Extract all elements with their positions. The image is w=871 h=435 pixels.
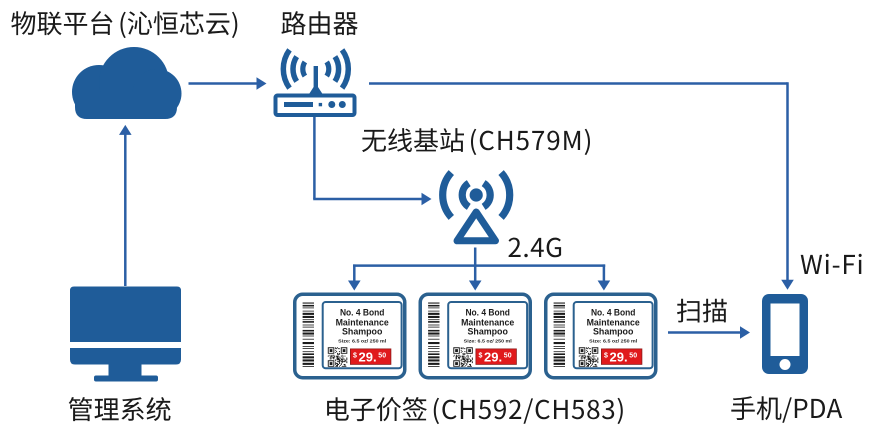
svg-text:Shampoo: Shampoo <box>342 326 383 337</box>
svg-text:29.: 29. <box>610 349 628 364</box>
svg-text:Size: 6.5 oz/ 250 ml: Size: 6.5 oz/ 250 ml <box>464 338 512 343</box>
svg-text:$: $ <box>479 353 483 360</box>
svg-text:$: $ <box>353 353 357 360</box>
svg-text:No. 4 Bond: No. 4 Bond <box>591 307 636 318</box>
svg-text:No. 4 Bond: No. 4 Bond <box>465 307 510 318</box>
svg-text:Size: 6.5 oz/ 250 ml: Size: 6.5 oz/ 250 ml <box>589 338 637 343</box>
svg-text:Shampoo: Shampoo <box>468 326 509 337</box>
svg-text:29.: 29. <box>359 349 377 364</box>
svg-text:50: 50 <box>504 352 512 359</box>
svg-text:$: $ <box>604 353 608 360</box>
svg-text:Size: 6.5 oz/ 250 ml: Size: 6.5 oz/ 250 ml <box>338 338 386 343</box>
svg-text:50: 50 <box>378 352 386 359</box>
svg-text:Shampoo: Shampoo <box>593 326 634 337</box>
svg-text:Maintenance: Maintenance <box>336 316 389 327</box>
svg-text:Maintenance: Maintenance <box>587 316 640 327</box>
svg-text:Maintenance: Maintenance <box>461 316 514 327</box>
svg-text:29.: 29. <box>484 349 502 364</box>
svg-text:50: 50 <box>629 352 637 359</box>
svg-text:No. 4 Bond: No. 4 Bond <box>340 307 385 318</box>
